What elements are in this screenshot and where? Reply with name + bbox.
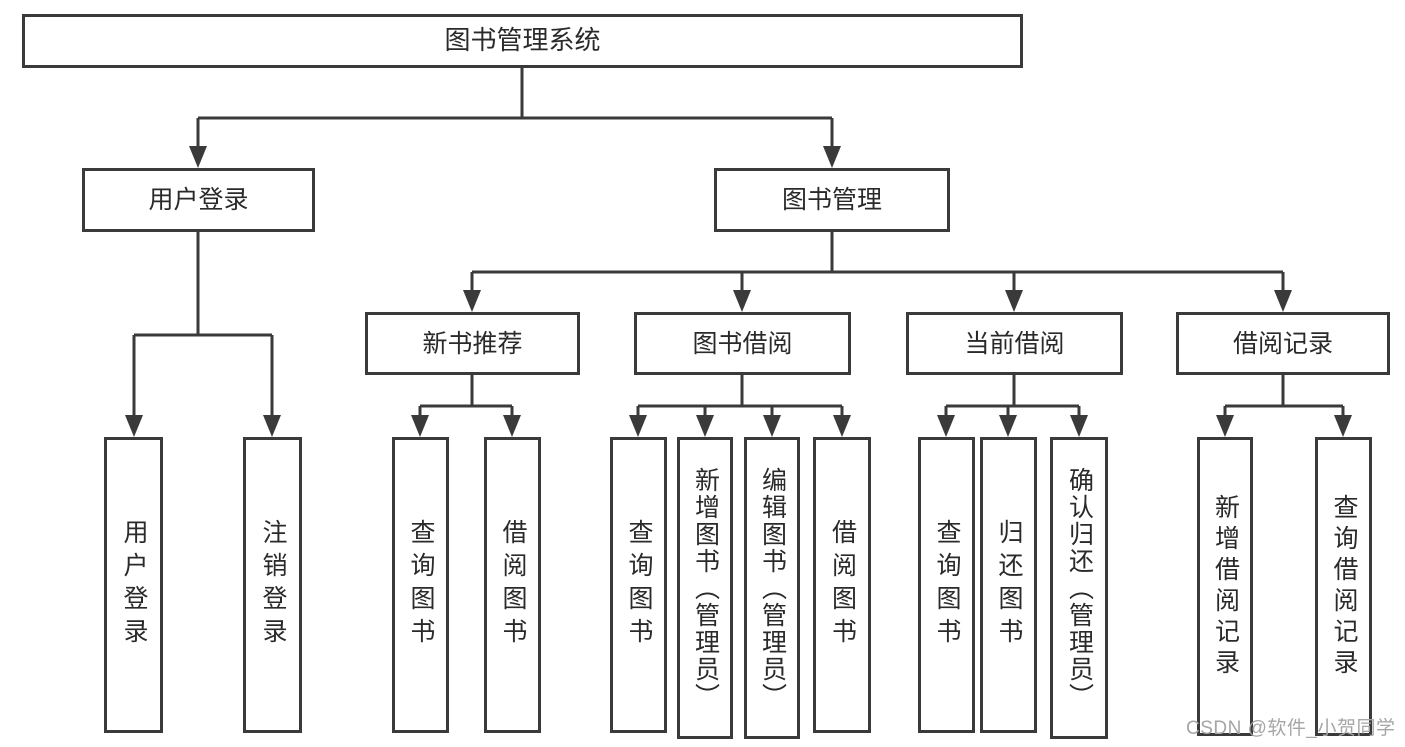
- node-book-borrow: 图书借阅: [634, 312, 851, 375]
- leaf-query-books-2: 查询图书: [610, 437, 667, 733]
- node-current-borrow: 当前借阅: [906, 312, 1123, 375]
- leaf-label: 借阅图书: [828, 519, 857, 651]
- leaf-label: 归还图书: [995, 519, 1023, 651]
- node-borrow-records: 借阅记录: [1176, 312, 1390, 375]
- watermark: CSDN @软件_小贺同学: [1186, 718, 1396, 739]
- leaf-label: 注销登录: [259, 519, 287, 651]
- leaf-logout: 注销登录: [243, 437, 302, 733]
- leaf-label: 查询图书: [625, 519, 653, 651]
- leaf-label: 编辑图书（管理员）: [758, 466, 787, 710]
- leaf-user-login: 用户登录: [104, 437, 163, 733]
- leaf-label: 用户登录: [120, 519, 148, 651]
- node-label: 借阅记录: [1232, 329, 1333, 358]
- leaf-label: 查询图书: [933, 519, 961, 651]
- node-label: 图书管理系统: [444, 25, 601, 56]
- leaf-label: 确认归还（管理员）: [1065, 466, 1094, 710]
- leaf-query-books-3: 查询图书: [918, 437, 975, 733]
- node-library-system: 图书管理系统: [22, 14, 1023, 68]
- node-new-book-recommend: 新书推荐: [365, 312, 580, 375]
- leaf-label: 查询借阅记录: [1330, 493, 1358, 680]
- leaf-label: 查询图书: [407, 519, 435, 651]
- leaf-add-borrow-record: 新增借阅记录: [1197, 437, 1253, 736]
- node-user-login: 用户登录: [82, 168, 315, 232]
- node-label: 图书借阅: [692, 329, 793, 358]
- leaf-borrow-books-2: 借阅图书: [813, 437, 871, 733]
- leaf-label: 新增图书（管理员）: [691, 466, 720, 710]
- node-label: 当前借阅: [964, 329, 1065, 358]
- node-label: 用户登录: [148, 186, 249, 214]
- node-label: 新书推荐: [422, 329, 523, 358]
- leaf-return-books: 归还图书: [980, 437, 1037, 733]
- leaf-confirm-return-admin: 确认归还（管理员）: [1050, 437, 1108, 739]
- node-label: 图书管理: [781, 186, 882, 214]
- leaf-query-books-1: 查询图书: [392, 437, 449, 733]
- leaf-label: 新增借阅记录: [1211, 493, 1240, 680]
- leaf-edit-books-admin: 编辑图书（管理员）: [744, 437, 800, 739]
- leaf-query-borrow-record: 查询借阅记录: [1315, 437, 1372, 736]
- leaf-add-books-admin: 新增图书（管理员）: [677, 437, 733, 739]
- node-book-management: 图书管理: [714, 168, 950, 232]
- leaf-label: 借阅图书: [499, 519, 527, 651]
- leaf-borrow-books-1: 借阅图书: [484, 437, 541, 733]
